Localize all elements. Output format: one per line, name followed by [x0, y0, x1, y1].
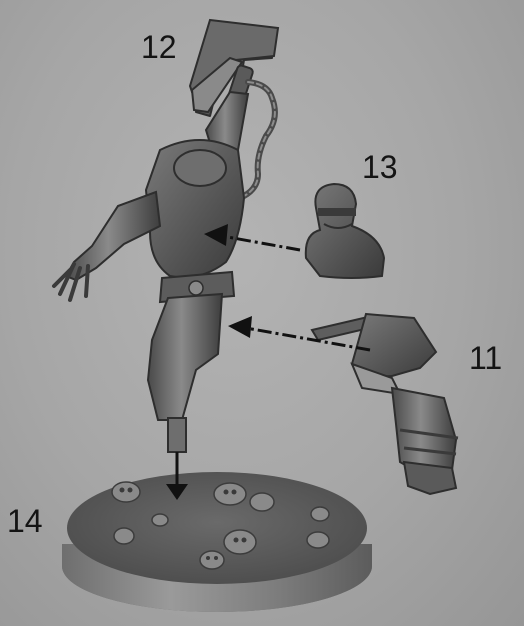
callout-12: 12: [141, 31, 177, 63]
body: [54, 92, 248, 452]
callout-13: 13: [362, 151, 398, 183]
callout-11: 11: [469, 342, 502, 374]
base: [62, 472, 372, 612]
head: [306, 184, 384, 278]
callout-14: 14: [7, 505, 43, 537]
arm-dagger: [312, 314, 458, 494]
